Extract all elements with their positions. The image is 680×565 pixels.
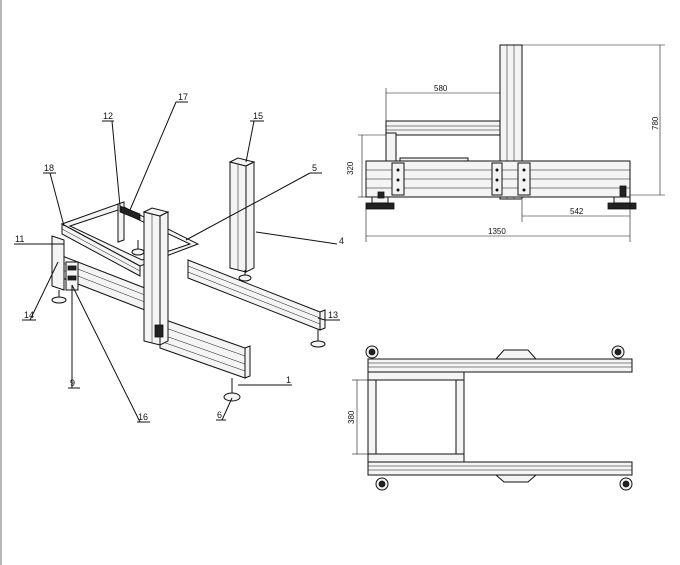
dimension-320: 320 bbox=[346, 161, 355, 175]
part-label: 14 bbox=[24, 310, 34, 320]
part-label: 5 bbox=[312, 163, 317, 173]
part-label: 17 bbox=[178, 92, 188, 102]
part-label: 6 bbox=[217, 410, 222, 420]
part-label: 12 bbox=[103, 111, 113, 121]
foot bbox=[51, 290, 67, 304]
dimension-lines bbox=[358, 44, 665, 242]
front-view: 580 780 320 542 1350 bbox=[346, 44, 665, 242]
foot bbox=[223, 378, 241, 402]
dimension-380: 380 bbox=[347, 410, 356, 424]
leader-lines bbox=[14, 101, 340, 423]
part-label: 16 bbox=[138, 412, 148, 422]
bottom-rail bbox=[367, 461, 633, 476]
dimension-780: 780 bbox=[651, 116, 660, 130]
dimension-580: 580 bbox=[434, 84, 448, 93]
part-label: 15 bbox=[253, 111, 263, 121]
top-rail bbox=[367, 358, 633, 373]
dimension-1350: 1350 bbox=[488, 227, 506, 236]
dimension-542: 542 bbox=[570, 207, 584, 216]
caster bbox=[611, 345, 625, 359]
isometric-view: 17 12 15 18 5 11 4 14 13 9 1 16 6 bbox=[14, 92, 344, 423]
part-label: 13 bbox=[328, 310, 338, 320]
foot bbox=[131, 240, 145, 256]
part-label: 9 bbox=[70, 378, 75, 388]
part-label: 1 bbox=[286, 375, 291, 385]
inner-frame bbox=[367, 371, 465, 463]
part-label: 4 bbox=[339, 236, 344, 246]
foot bbox=[310, 330, 326, 348]
top-arm bbox=[385, 120, 501, 136]
rear-beam bbox=[187, 259, 321, 331]
caster bbox=[375, 477, 389, 491]
caster bbox=[619, 477, 633, 491]
part-label: 11 bbox=[15, 234, 24, 244]
caster bbox=[365, 345, 379, 359]
foot bbox=[238, 270, 252, 282]
top-view: 380 bbox=[347, 345, 633, 491]
front-beam bbox=[159, 317, 246, 379]
part-label: 18 bbox=[44, 163, 54, 173]
dimension-lines bbox=[352, 379, 368, 455]
